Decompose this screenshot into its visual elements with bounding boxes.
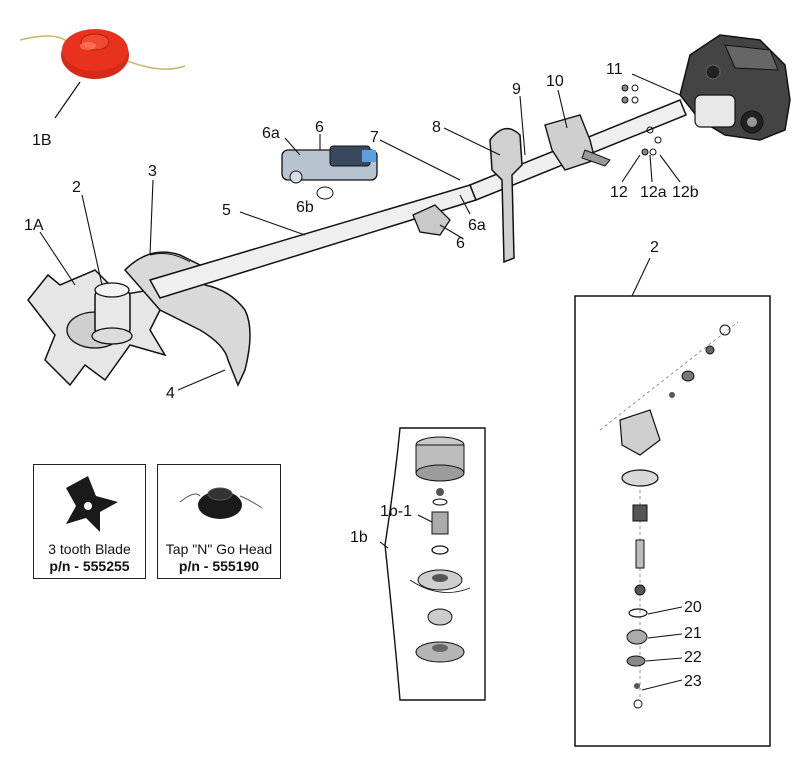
callout-12b: 12b [672,184,699,201]
callouts-main: 1B 2 3 1A 5 4 6a 6 6b 7 8 9 10 11 12 12a… [24,61,699,402]
callout-21: 21 [684,625,702,642]
shaft-5 [148,99,687,299]
callout-10: 10 [546,73,564,90]
callout-1b: 1B [32,132,52,149]
gearhead-detail-box: 2 20 21 22 23 [574,239,771,747]
callout-6-low: 6 [456,235,465,252]
callout-5: 5 [222,202,231,219]
callout-6b: 6b [296,199,314,216]
tap-n-go-head-icon [179,487,263,519]
callout-1b-1: 1b-1 [380,503,412,520]
callout-4: 4 [166,385,175,402]
callout-11: 11 [606,61,623,78]
callout-2-right: 2 [650,239,659,256]
throttle-10 [544,114,611,171]
callout-2: 2 [72,179,81,196]
callout-23: 23 [684,673,702,690]
callout-1b-lower: 1b [350,529,368,546]
leader-1b [54,81,81,119]
handle-8 [489,127,523,264]
callout-6a-top: 6a [262,125,280,142]
callout-12a: 12a [640,184,667,201]
callout-6-top: 6 [315,119,324,136]
head-part-number: p/n - 555190 [178,558,260,574]
callout-7: 7 [370,129,379,146]
callout-22: 22 [684,649,702,666]
callout-1a: 1A [24,217,44,234]
gearhead-2 [91,282,133,345]
callout-8: 8 [432,119,441,136]
spool-1b-photo [19,29,186,79]
coupler-6 [281,145,378,200]
blade-accessory-box: 3 tooth Blade p/n - 555255 [33,464,146,579]
callout-12: 12 [610,184,628,201]
head-name: Tap "N" Go Head [165,541,273,557]
callout-3: 3 [148,163,157,180]
head-accessory-box: Tap "N" Go Head p/n - 555190 [157,464,281,579]
engine-11 [679,34,791,141]
callout-9: 9 [512,81,521,98]
taphead-detail: 1b 1b-1 [350,427,486,701]
blade-part-number: p/n - 555255 [49,558,130,574]
three-tooth-blade-icon [66,476,118,532]
callout-6a-low: 6a [468,217,486,234]
callout-20: 20 [684,599,702,616]
blade-name: 3 tooth Blade [48,541,131,557]
screws-12 [621,84,662,156]
